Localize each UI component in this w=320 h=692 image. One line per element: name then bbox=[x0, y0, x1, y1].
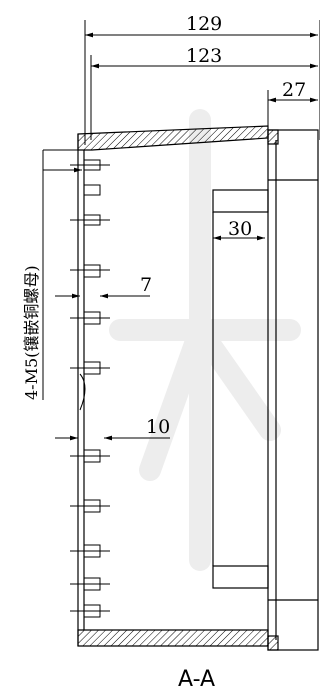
dim-lid-depth-text: 27 bbox=[282, 79, 306, 101]
thread-note: 4-M5(镶嵌铜螺母) bbox=[22, 265, 41, 400]
dim-boss-depth-text: 30 bbox=[228, 218, 252, 240]
enclosure-section bbox=[77, 125, 319, 651]
thread-note-leader bbox=[42, 149, 82, 400]
watermark bbox=[109, 109, 301, 571]
flange-ribs bbox=[70, 159, 110, 618]
dim-inner-width bbox=[90, 55, 318, 140]
dim-flange-gap-text: 7 bbox=[140, 274, 152, 296]
dim-overall-width-text: 129 bbox=[186, 13, 222, 35]
dim-rib-gap-text: 10 bbox=[146, 416, 170, 438]
dim-overall-width bbox=[84, 20, 320, 145]
dim-inner-width-text: 123 bbox=[186, 45, 222, 67]
section-label: A-A bbox=[178, 667, 215, 692]
